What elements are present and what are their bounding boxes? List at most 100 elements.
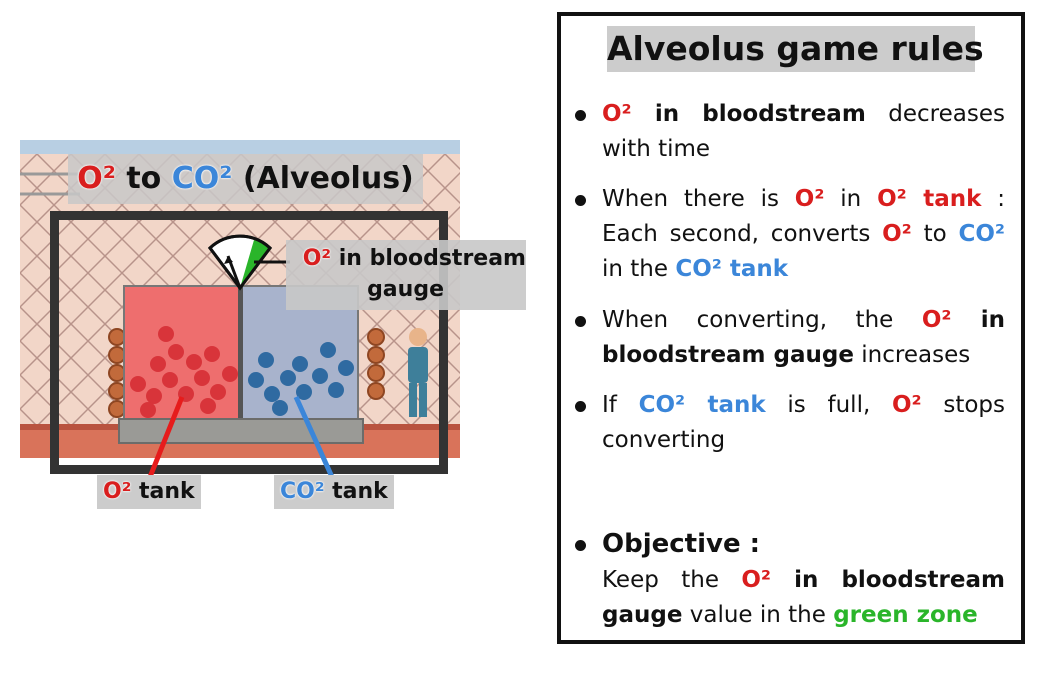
co2-molecule xyxy=(328,382,344,398)
gauge-label: O² in bloodstream gauge xyxy=(290,243,526,305)
o2-molecule xyxy=(130,376,146,392)
rule-pre: If xyxy=(602,392,639,418)
rule-text: When converting, the O² in bloodstream g… xyxy=(602,303,1005,373)
rules-title: Alveolus game rules xyxy=(607,26,984,72)
co2-tank-label-text: tank xyxy=(324,479,388,504)
objective-bold: in bloodstream gauge xyxy=(602,567,1005,628)
o2-molecule xyxy=(150,356,166,372)
rule-o2: O² xyxy=(602,101,632,127)
scene-sky xyxy=(20,140,460,154)
rule-item: When there is O² in O² tank : Each secon… xyxy=(575,182,1005,287)
o2-molecule xyxy=(158,326,174,342)
title-to: to xyxy=(115,161,172,196)
rule-bold: in bloodstream xyxy=(631,101,866,127)
rule-rest: : Each second, converts xyxy=(602,186,1005,247)
scene-title: O² to CO² (Alveolus) xyxy=(68,154,423,204)
objective-heading: Objective : xyxy=(602,529,761,559)
rule-rest: decreases with time xyxy=(602,101,1005,162)
rule-pre: When there is xyxy=(602,186,795,212)
gauge-label-background xyxy=(286,240,526,310)
rule-rest: stops converting xyxy=(602,392,1005,453)
objective-mid: value in the xyxy=(682,602,834,628)
bullet-icon xyxy=(575,401,586,412)
co2-molecule xyxy=(248,372,264,388)
o2-molecule xyxy=(222,366,238,382)
objective-o2: O² xyxy=(741,567,772,593)
rule-o2: O² xyxy=(891,392,922,418)
rule-co2: CO² xyxy=(958,221,1005,247)
co2-tank-label-co2: CO² xyxy=(280,479,325,504)
co2-molecule xyxy=(320,342,336,358)
tank-base xyxy=(118,418,364,444)
title-o2: O² xyxy=(77,161,116,196)
rule-rest: increases xyxy=(853,342,971,368)
co2-molecule xyxy=(280,370,296,386)
rule-mid: is full, xyxy=(765,392,892,418)
bullet-icon xyxy=(575,110,586,121)
rule-in: in the xyxy=(602,256,676,282)
rule-item: O² in bloodstream decreases with time xyxy=(575,97,1005,167)
rule-o2: O² xyxy=(921,307,952,333)
rule-co2-tank: CO² tank xyxy=(675,256,789,282)
rule-item: When converting, the O² in bloodstream g… xyxy=(575,303,1005,373)
rule-o2-tank: O² tank xyxy=(877,186,982,212)
bullet-icon xyxy=(575,540,586,551)
co2-molecule xyxy=(264,386,280,402)
coil xyxy=(367,346,385,364)
o2-tank-label-o2: O² xyxy=(103,479,132,504)
gauge-label-text: in bloodstream xyxy=(331,246,526,271)
game-frame xyxy=(50,211,448,474)
gauge-label-o2: O² xyxy=(302,246,332,271)
o2-molecule xyxy=(162,372,178,388)
gauge-label-line1: O² in bloodstream xyxy=(290,243,526,274)
o2-bloodstream-gauge xyxy=(207,234,273,291)
worker-figure xyxy=(408,328,428,417)
rule-item: If CO² tank is full, O² stops converting xyxy=(575,388,1005,458)
rule-pre: When converting, the xyxy=(602,307,922,333)
co2-molecule xyxy=(296,384,312,400)
o2-molecule xyxy=(194,370,210,386)
objective-green-zone: green zone xyxy=(833,602,978,628)
co2-molecule xyxy=(312,368,328,384)
rule-o2: O² xyxy=(882,221,912,247)
co2-molecule xyxy=(272,400,288,416)
title-rest: (Alveolus) xyxy=(232,161,414,196)
objective-text: Objective : Keep the O² in bloodstream ga… xyxy=(602,527,1005,633)
o2-tank-label-text: tank xyxy=(131,479,195,504)
rule-text: When there is O² in O² tank : Each secon… xyxy=(602,182,1005,287)
rule-to: to xyxy=(911,221,959,247)
rule-o2: O² xyxy=(794,186,825,212)
bullet-icon xyxy=(575,195,586,206)
o2-molecule xyxy=(168,344,184,360)
scene-title-background xyxy=(68,154,423,204)
objective-pre: Keep the xyxy=(602,567,742,593)
co2-molecule xyxy=(338,360,354,376)
o2-tank-label: O² tank xyxy=(97,475,201,509)
o2-molecule xyxy=(210,384,226,400)
gauge-callout-line xyxy=(254,260,290,264)
rule-mid: in xyxy=(824,186,878,212)
rule-bold: in bloodstream gauge xyxy=(602,307,1006,368)
o2-tank-pointer xyxy=(147,396,185,478)
o2-molecule xyxy=(204,346,220,362)
o2-molecule xyxy=(200,398,216,414)
co2-molecule xyxy=(292,356,308,372)
rules-panel xyxy=(557,12,1025,644)
bullet-icon xyxy=(575,316,586,327)
coil xyxy=(367,382,385,400)
coil xyxy=(367,328,385,346)
coil xyxy=(367,364,385,382)
gauge-label-line2: gauge xyxy=(367,277,444,302)
o2-molecule xyxy=(186,354,202,370)
tank-divider xyxy=(238,285,243,421)
o2-molecule xyxy=(146,388,162,404)
title-co2: CO² xyxy=(171,161,233,196)
o2-molecule xyxy=(140,402,156,418)
rule-text: If CO² tank is full, O² stops converting xyxy=(602,388,1005,458)
co2-molecule xyxy=(258,352,274,368)
rule-text: O² in bloodstream decreases with time xyxy=(602,97,1005,167)
rule-co2-tank: CO² tank xyxy=(638,392,766,418)
objective-item: Objective : Keep the O² in bloodstream ga… xyxy=(575,527,1005,633)
co2-tank-label: CO² tank xyxy=(274,475,394,509)
co2-tank-pointer xyxy=(293,395,335,479)
